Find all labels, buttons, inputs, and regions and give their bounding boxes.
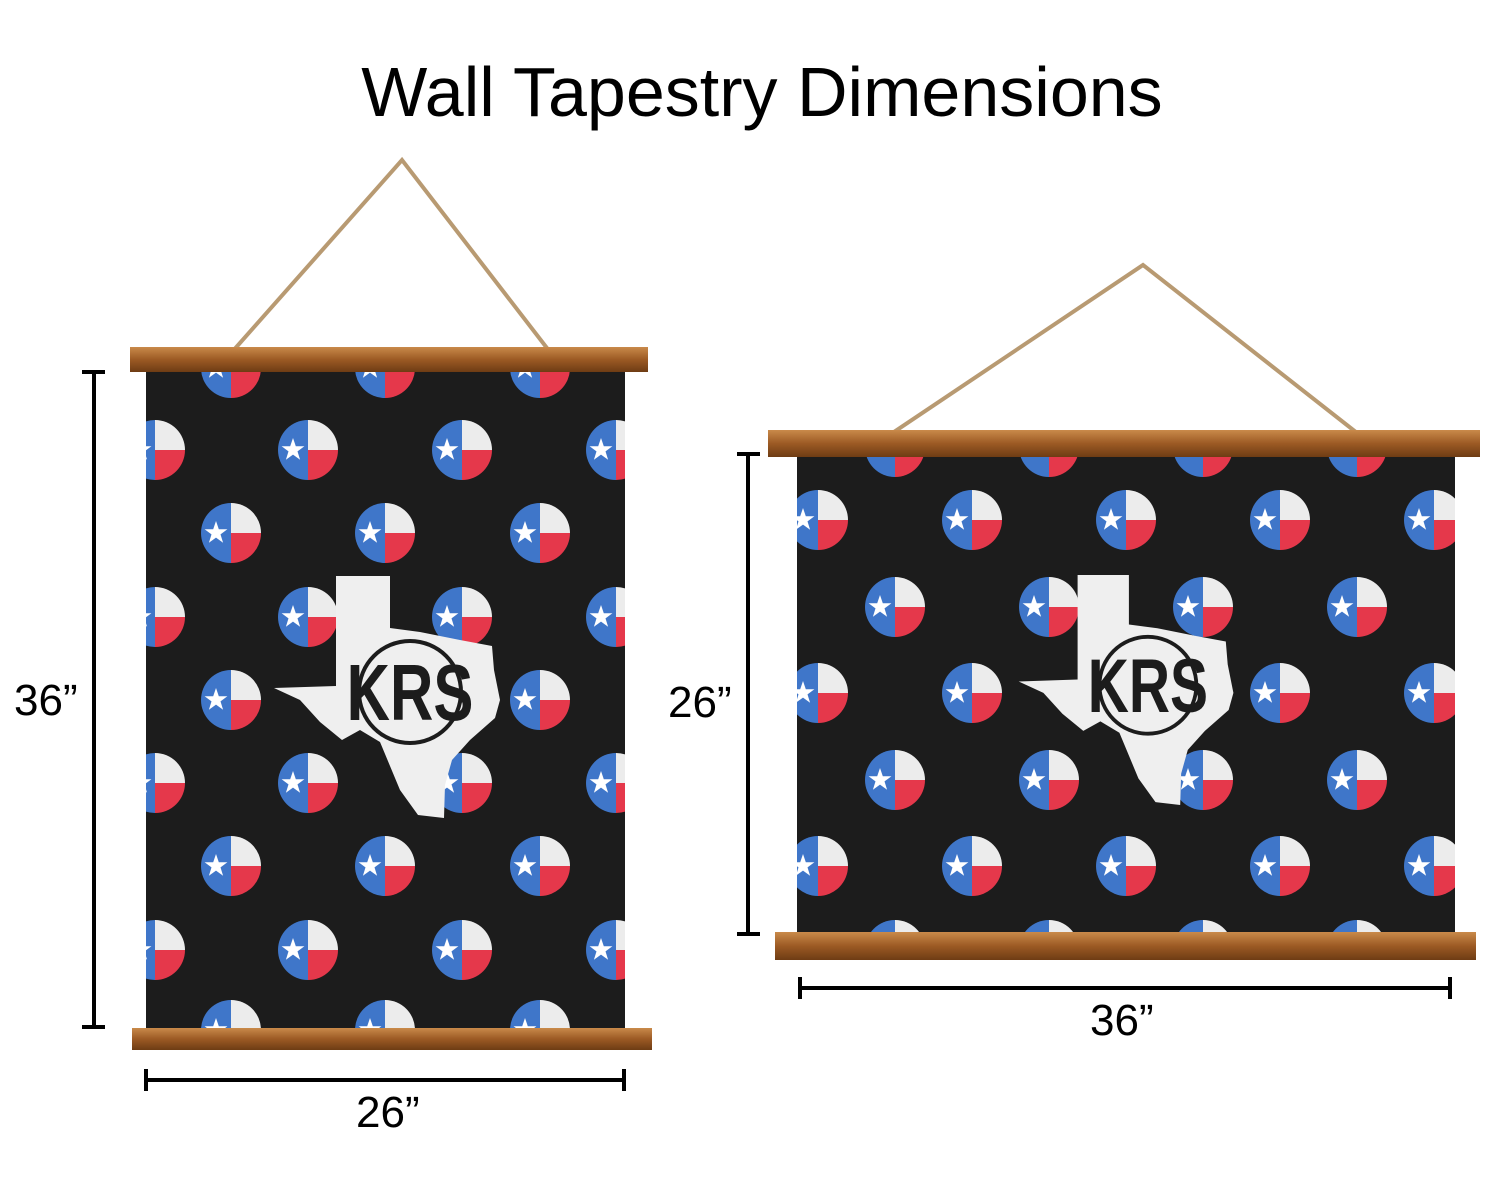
texas-flag-dot — [125, 587, 185, 647]
texas-flag-dot — [1096, 490, 1156, 550]
texas-flag-dot — [788, 836, 848, 896]
texas-flag-dot — [942, 490, 1002, 550]
texas-flag-dot — [1019, 577, 1079, 637]
texas-flag-dot — [510, 503, 570, 563]
bottom-rod-landscape — [775, 932, 1476, 960]
texas-flag-dot — [125, 420, 185, 480]
texas-flag-dot — [201, 670, 261, 730]
texas-flag-dot — [125, 753, 185, 813]
texas-flag-dot — [278, 420, 338, 480]
bottom-rod-portrait — [132, 1028, 652, 1050]
dimension-lines — [82, 370, 1452, 1091]
texas-flag-dot — [432, 920, 492, 980]
texas-flag-dot — [1019, 750, 1079, 810]
texas-flag-dot — [1404, 490, 1464, 550]
texas-flag-dot — [788, 663, 848, 723]
texas-monogram-landscape: KRS — [1018, 575, 1234, 805]
texas-flag-dot — [942, 663, 1002, 723]
texas-flag-dot — [1327, 577, 1387, 637]
texas-flag-dot — [510, 836, 570, 896]
texas-flag-dot — [125, 920, 185, 980]
texas-flag-dot — [278, 587, 338, 647]
hanging-rope-left — [230, 156, 552, 354]
texas-flag-dot — [586, 753, 646, 813]
texas-monogram-portrait: KRS — [274, 576, 500, 818]
texas-flag-dot — [586, 420, 646, 480]
texas-flag-dot — [201, 836, 261, 896]
texas-flag-dot — [1173, 577, 1233, 637]
texas-flag-dot — [1250, 836, 1310, 896]
landscape-width-label: 36” — [1090, 996, 1154, 1045]
texas-flag-dot — [432, 420, 492, 480]
top-rod-landscape — [768, 430, 1480, 457]
texas-flag-dot — [510, 670, 570, 730]
texas-flag-dot — [1404, 663, 1464, 723]
texas-flag-dot — [865, 750, 925, 810]
svg-text:KRS: KRS — [347, 648, 474, 737]
landscape-height-label: 26” — [668, 678, 732, 727]
top-rod-portrait — [130, 347, 648, 372]
hanging-rope-right — [880, 262, 1368, 442]
texas-flag-dot — [942, 836, 1002, 896]
texas-flag-dot — [355, 836, 415, 896]
texas-flag-dot — [1327, 750, 1387, 810]
texas-flag-dot — [278, 753, 338, 813]
svg-text:KRS: KRS — [1088, 644, 1208, 729]
portrait-height-label: 36” — [14, 676, 78, 725]
texas-flag-dot — [788, 490, 848, 550]
texas-flag-dot — [865, 577, 925, 637]
texas-flag-dot — [586, 587, 646, 647]
texas-flag-dot — [1250, 490, 1310, 550]
texas-flag-dot — [586, 920, 646, 980]
texas-flag-dot — [278, 920, 338, 980]
texas-flag-dot — [1404, 836, 1464, 896]
page-title: Wall Tapestry Dimensions — [361, 53, 1163, 131]
portrait-width-label: 26” — [356, 1088, 420, 1137]
texas-flag-dot — [1250, 663, 1310, 723]
texas-flag-dot — [201, 503, 261, 563]
texas-flag-dot — [1096, 836, 1156, 896]
texas-flag-dot — [355, 503, 415, 563]
